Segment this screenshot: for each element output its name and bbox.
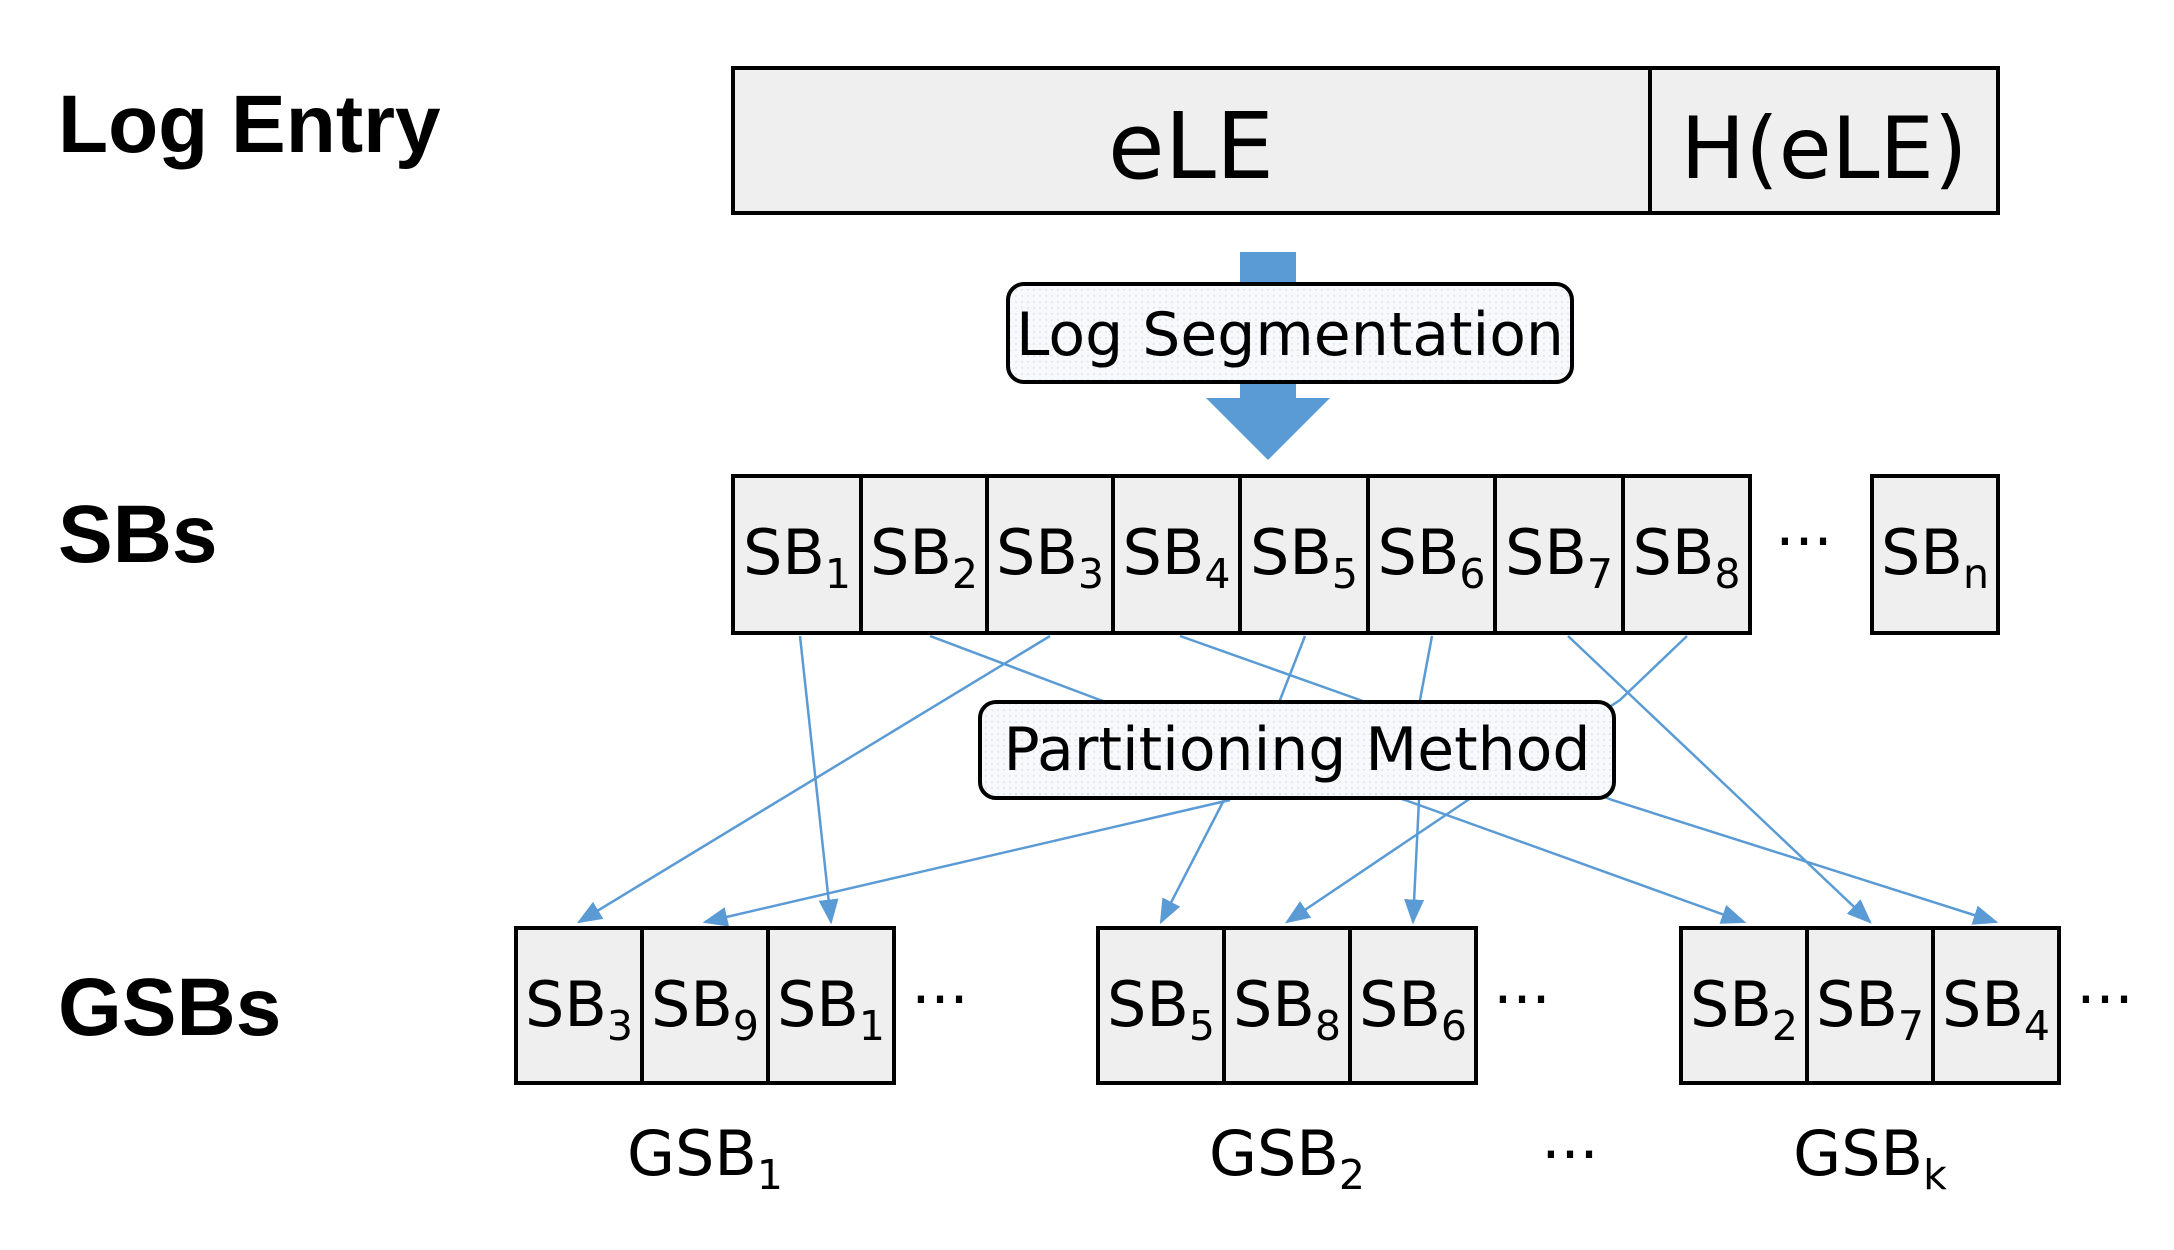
sb-label-1: SB1 — [743, 516, 851, 598]
ele-cell — [731, 66, 1652, 215]
sb-row-ellipsis: ··· — [1775, 507, 1832, 577]
partitioning-method-box: Partitioning Method — [978, 700, 1616, 800]
log-segmentation-label: Log Segmentation — [1016, 300, 1564, 370]
gsb-2-member-sb-8: SB8 — [1222, 926, 1352, 1085]
hash-text: H(eLE) — [1681, 99, 1968, 199]
arrow-sb-9 — [702, 798, 1231, 927]
gsb-label-ellipsis: ··· — [1541, 1120, 1598, 1190]
row-label-gsbs: GSBs — [58, 962, 281, 1053]
log-entry-box: eLE H(eLE) — [731, 66, 2000, 215]
gsb-k-member-sb-4: SB4 — [1931, 926, 2061, 1085]
sb-cell-n: SBn — [1870, 474, 2000, 635]
row-label-log-entry: Log Entry — [58, 79, 441, 170]
gsb-member-label-6: SB6 — [1359, 968, 1467, 1050]
row-label-sbs: SBs — [58, 489, 218, 580]
gsb-label-2: GSB2 — [1209, 1117, 1365, 1199]
gsb-1-member-sb-3: SB3 — [514, 926, 644, 1085]
sb-label-3: SB3 — [996, 516, 1104, 598]
sb-cell-5: SB5 — [1238, 474, 1370, 635]
gsb-group-ellipsis-k: ··· — [2076, 965, 2133, 1035]
log-segmentation-box: Log Segmentation — [1006, 282, 1574, 384]
gsb-group-ellipsis-2: ··· — [1493, 965, 1550, 1035]
gsb-2-member-sb-6: SB6 — [1348, 926, 1478, 1085]
gsb-label-k: GSBk — [1793, 1117, 1947, 1199]
sb-label-2: SB2 — [870, 516, 978, 598]
sb-cell-6: SB6 — [1366, 474, 1497, 635]
arrow-sb-3 — [576, 634, 1051, 924]
gsb-1-member-sb-9: SB9 — [640, 926, 770, 1085]
gsb-2-member-sb-5: SB5 — [1096, 926, 1226, 1085]
sb-cell-3: SB3 — [985, 474, 1115, 635]
sb-cell-1: SB1 — [731, 474, 863, 635]
ele-text: eLE — [1108, 93, 1274, 200]
gsb-k-member-sb-7: SB7 — [1805, 926, 1935, 1085]
gsb-1-member-sb-1: SB1 — [766, 926, 896, 1085]
gsb-group-ellipsis-1: ··· — [911, 965, 968, 1035]
sb-cell-8: SB8 — [1621, 474, 1752, 635]
arrow-sb-7 — [1567, 635, 1872, 924]
sb-cell-7: SB7 — [1493, 474, 1625, 635]
hash-cell — [1648, 66, 2000, 215]
gsb-k-member-sb-2: SB2 — [1679, 926, 1809, 1085]
gsb-label-1: GSB1 — [627, 1117, 783, 1199]
sb-cell-4: SB4 — [1111, 474, 1242, 635]
sb-cell-2: SB2 — [859, 474, 989, 635]
partitioning-method-label: Partitioning Method — [1004, 715, 1591, 785]
